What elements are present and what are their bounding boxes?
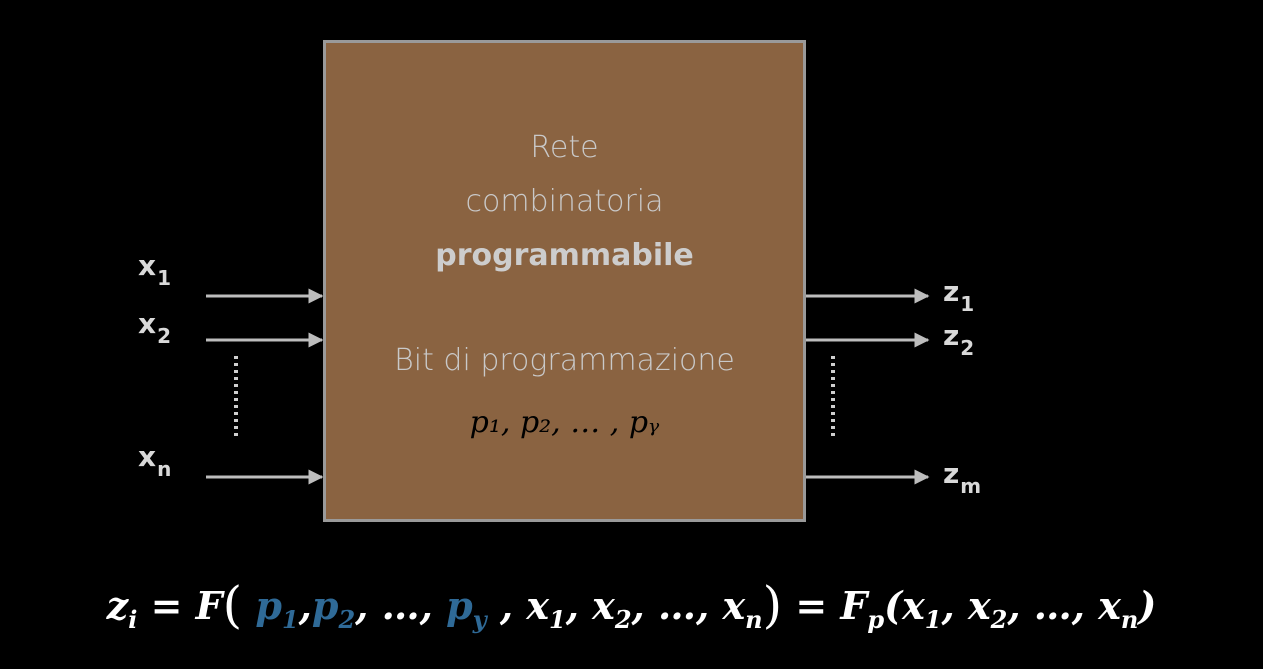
param-p2: p2 [311,583,356,634]
input-label-x1: x1 [138,249,171,291]
transfer-function-formula: zi = F( p1,p2, …, py , x1, x2, …, xn) = … [106,576,1157,634]
output-label-zm: zm [943,457,982,499]
block-title-line3: programmabile [435,238,694,273]
input-label-xn: xn [138,440,172,482]
output-label-z2: z2 [943,319,975,361]
programming-bits-label: Bit di programmazione [394,343,735,378]
param-py: py [446,583,487,634]
programmable-network-block: Rete combinatoria programmabile Bit di p… [323,40,806,522]
param-p1: p1 [255,583,299,634]
output-label-z1: z1 [943,275,975,317]
block-title-line2: combinatoria [465,184,664,219]
programming-bits-params: p₁, p₂, … , pᵧ [469,405,660,440]
block-title-line1: Rete [530,130,599,165]
input-label-x2: x2 [138,307,171,349]
